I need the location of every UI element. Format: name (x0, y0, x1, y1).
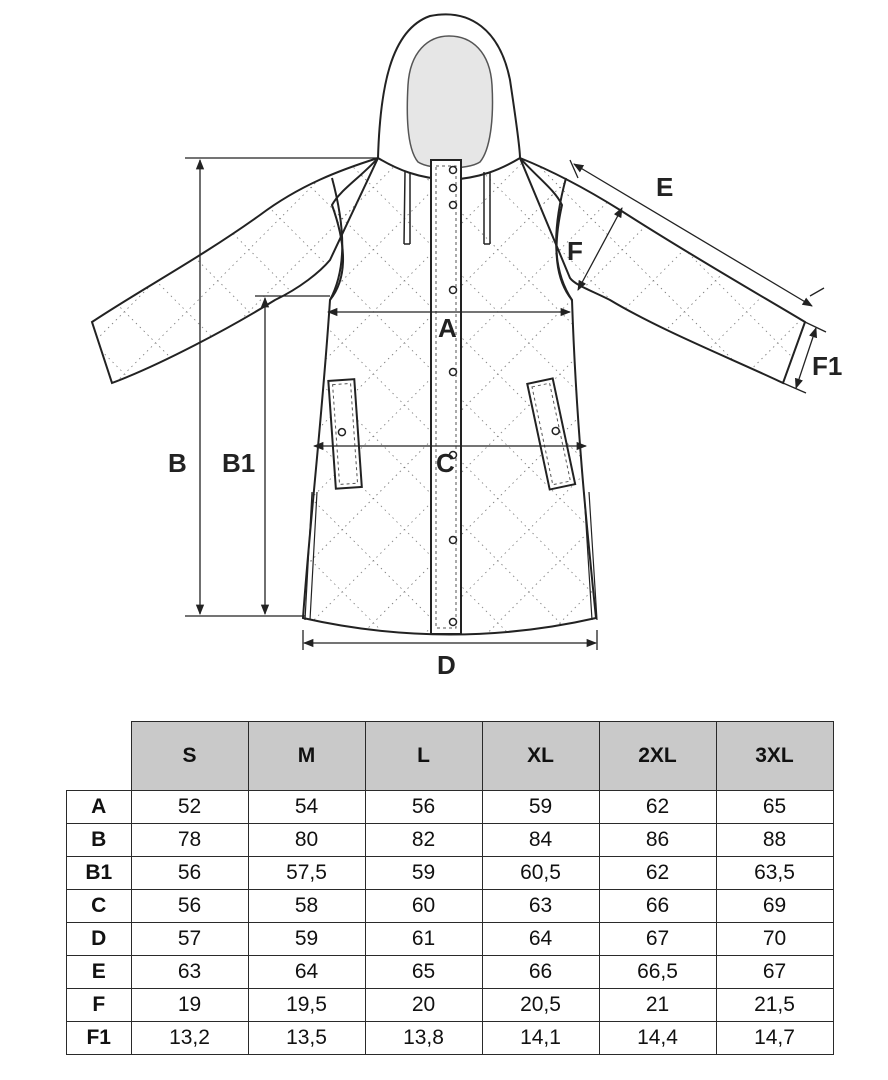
row-label: B1 (66, 856, 132, 890)
table-cell: 59 (364, 856, 483, 890)
table-cell: 65 (364, 955, 483, 989)
table-cell: 14,1 (481, 1021, 600, 1055)
table-cell: 57 (130, 922, 249, 956)
size-col-l: L (364, 721, 483, 791)
dimension-labels: A C D B B1 E F F1 (168, 172, 842, 680)
size-col-s: S (130, 721, 249, 791)
right-pocket (526, 377, 577, 491)
table-cell: 13,2 (130, 1021, 249, 1055)
table-cell: 86 (598, 823, 717, 857)
table-cell: 20,5 (481, 988, 600, 1022)
row-label: D (66, 922, 132, 956)
table-cell: 63,5 (715, 856, 834, 890)
left-pocket (327, 378, 363, 490)
table-cell: 88 (715, 823, 834, 857)
jacket-diagram: A C D B B1 E F F1 (90, 13, 842, 680)
table-cell: 62 (598, 856, 717, 890)
table-cell: 66 (481, 955, 600, 989)
row-label: B (66, 823, 132, 857)
row-label: F (66, 988, 132, 1022)
table-cell: 56 (130, 889, 249, 923)
table-cell: 66 (598, 889, 717, 923)
table-cell: 60 (364, 889, 483, 923)
label-c: C (436, 448, 455, 478)
table-cell: 66,5 (598, 955, 717, 989)
table-cell: 78 (130, 823, 249, 857)
table-cell: 59 (481, 790, 600, 824)
label-f1: F1 (812, 351, 842, 381)
table-corner (66, 721, 132, 791)
table-cell: 13,5 (247, 1021, 366, 1055)
table-cell: 60,5 (481, 856, 600, 890)
size-col-xl: XL (481, 721, 600, 791)
table-cell: 20 (364, 988, 483, 1022)
label-b: B (168, 448, 187, 478)
label-f: F (567, 236, 583, 266)
row-label: E (66, 955, 132, 989)
table-cell: 14,7 (715, 1021, 834, 1055)
table-cell: 19,5 (247, 988, 366, 1022)
table-cell: 63 (130, 955, 249, 989)
size-col-3xl: 3XL (715, 721, 834, 791)
label-e: E (656, 172, 673, 202)
table-cell: 52 (130, 790, 249, 824)
table-cell: 56 (364, 790, 483, 824)
label-b1: B1 (222, 448, 255, 478)
table-cell: 59 (247, 922, 366, 956)
table-cell: 67 (715, 955, 834, 989)
row-label: F1 (66, 1021, 132, 1055)
table-cell: 82 (364, 823, 483, 857)
table-cell: 56 (130, 856, 249, 890)
table-cell: 63 (481, 889, 600, 923)
table-cell: 69 (715, 889, 834, 923)
row-label: A (66, 790, 132, 824)
table-cell: 57,5 (247, 856, 366, 890)
table-cell: 62 (598, 790, 717, 824)
size-col-m: M (247, 721, 366, 791)
table-cell: 64 (481, 922, 600, 956)
table-cell: 14,4 (598, 1021, 717, 1055)
table-cell: 80 (247, 823, 366, 857)
table-cell: 58 (247, 889, 366, 923)
row-label: C (66, 889, 132, 923)
table-cell: 64 (247, 955, 366, 989)
table-cell: 70 (715, 922, 834, 956)
table-cell: 21 (598, 988, 717, 1022)
size-header-row: S M L XL 2XL 3XL (66, 721, 834, 791)
size-col-2xl: 2XL (598, 721, 717, 791)
table-cell: 61 (364, 922, 483, 956)
table-cell: 21,5 (715, 988, 834, 1022)
label-d: D (437, 650, 456, 680)
table-cell: 54 (247, 790, 366, 824)
table-cell: 65 (715, 790, 834, 824)
hood-lining (406, 35, 494, 169)
snap-buttons (448, 165, 458, 627)
table-cell: 84 (481, 823, 600, 857)
table-cell: 19 (130, 988, 249, 1022)
measurement-lines (185, 157, 827, 650)
table-cell: 67 (598, 922, 717, 956)
table-cell: 13,8 (364, 1021, 483, 1055)
label-a: A (438, 313, 457, 343)
